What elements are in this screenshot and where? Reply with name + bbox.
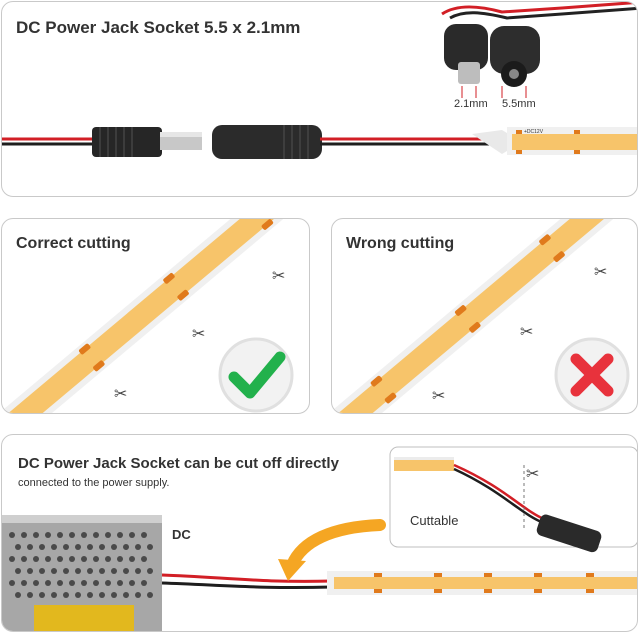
svg-text:✂: ✂ xyxy=(114,386,127,403)
cuttable-label: Cuttable xyxy=(410,513,459,528)
dim-inner-label: 2.1mm xyxy=(454,98,488,110)
correct-strip: ✂ ✂ ✂ xyxy=(2,219,309,413)
bottom-subtitle: connected to the power supply. xyxy=(18,477,170,489)
dim-outer-label: 5.5mm xyxy=(502,98,536,110)
svg-text:✂: ✂ xyxy=(594,264,607,281)
dc-label: DC xyxy=(172,527,191,542)
svg-text:✂: ✂ xyxy=(432,388,445,405)
svg-text:✂: ✂ xyxy=(520,324,533,341)
female-socket xyxy=(212,125,322,159)
jack-photo xyxy=(441,2,637,87)
dimension-lines xyxy=(461,86,527,98)
svg-text:✂: ✂ xyxy=(192,326,205,343)
dc-jack-illustration xyxy=(2,2,637,159)
wrong-strip: ✂ ✂ ✂ xyxy=(332,219,637,413)
correct-cutting-panel: Correct cutting ✂ ✂ ✂ xyxy=(1,218,310,414)
svg-text:✂: ✂ xyxy=(272,268,285,285)
male-plug xyxy=(92,127,202,157)
page-title: DC Power Jack Socket 5.5 x 2.1mm xyxy=(16,18,301,37)
strip-marking: +DC12V xyxy=(524,129,544,135)
svg-text:✂: ✂ xyxy=(526,466,539,483)
correct-cutting-title: Correct cutting xyxy=(16,235,131,252)
power-supply-illustration: ✂ xyxy=(2,446,637,631)
bottom-panel: DC Power Jack Socket can be cut off dire… xyxy=(1,434,638,632)
bottom-title: DC Power Jack Socket can be cut off dire… xyxy=(18,455,339,472)
wrong-cutting-title: Wrong cutting xyxy=(346,235,455,252)
top-panel: DC Power Jack Socket 5.5 x 2.1mm xyxy=(1,1,638,197)
power-supply xyxy=(2,515,162,631)
wrong-cutting-panel: Wrong cutting ✂ ✂ ✂ xyxy=(331,218,638,414)
